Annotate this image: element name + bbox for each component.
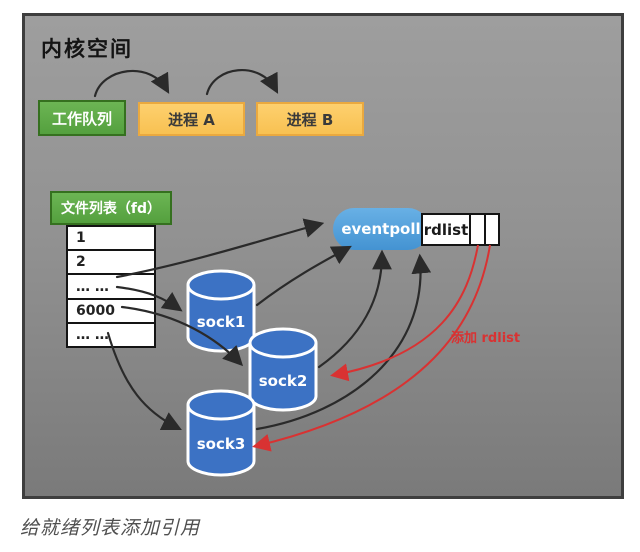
rdlist-cell-2 <box>483 215 498 244</box>
diagram-caption: 给就绪列表添加引用 <box>20 517 201 539</box>
fd-table: 1 2 … … 6000 … … <box>66 225 156 348</box>
process-b-label: 进程 B <box>286 110 334 129</box>
file-list-header: 文件列表（fd） <box>50 191 172 225</box>
process-b-box: 进程 B <box>256 102 364 136</box>
fd-row-6000: 6000 <box>68 300 154 324</box>
work-queue-label: 工作队列 <box>51 109 112 128</box>
file-list-header-label: 文件列表（fd） <box>60 201 162 217</box>
eventpoll-label: eventpoll <box>341 220 421 238</box>
eventpoll-node: eventpoll <box>333 208 429 250</box>
kernel-space-panel: 内核空间 工作队列 进程 A 进程 B 文件列表（fd） 1 2 … … 600… <box>22 13 624 499</box>
fd-row-dots-2: … … <box>76 326 109 343</box>
rdlist-cell-1 <box>469 215 483 244</box>
work-queue-box: 工作队列 <box>38 100 126 136</box>
fd-row-1: 1 <box>68 227 154 252</box>
rdlist-box: rdlist <box>421 213 500 246</box>
kernel-space-title: 内核空间 <box>41 37 133 61</box>
rdlist-label: rdlist <box>423 220 469 239</box>
process-a-label: 进程 A <box>168 110 215 129</box>
fd-row-dots-1: … … <box>68 275 154 300</box>
fd-row-2: 2 <box>68 251 154 276</box>
process-a-box: 进程 A <box>138 102 245 136</box>
